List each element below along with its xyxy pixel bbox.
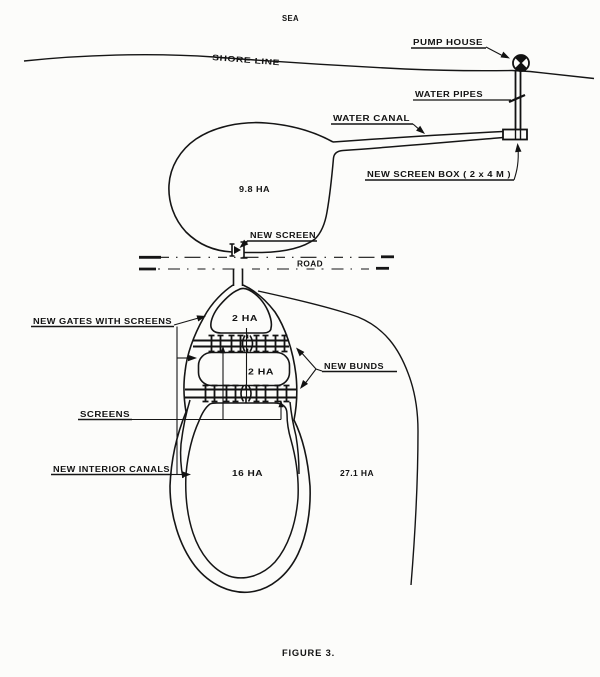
gate-row-1 bbox=[193, 333, 289, 354]
gate-row-2 bbox=[185, 383, 296, 404]
water-pipes-group bbox=[413, 70, 526, 130]
water-canal-arrowhead bbox=[416, 125, 428, 137]
shore-area bbox=[23, 53, 595, 80]
gates-with-screens-leaders bbox=[31, 316, 203, 475]
gate-symbol bbox=[252, 384, 270, 403]
screen-symbol bbox=[241, 333, 254, 354]
adjacent-area-label: 27.1 HA bbox=[340, 469, 374, 478]
new-screen-symbol-wedge bbox=[234, 246, 241, 254]
gates-with-screens-label: NEW GATES WITH SCREENS bbox=[33, 317, 172, 326]
interior-canal-inner-bank bbox=[185, 402, 299, 579]
sea-side-pond-outline bbox=[168, 121, 334, 253]
upper-pond-outline bbox=[210, 287, 273, 334]
water-canal-top-line bbox=[332, 130, 504, 143]
gate-symbol bbox=[271, 334, 289, 353]
shore-line-path bbox=[23, 53, 595, 80]
new-bunds-fork bbox=[299, 350, 323, 386]
new-screen-symbol bbox=[229, 241, 248, 259]
screens-label: SCREENS bbox=[80, 410, 130, 419]
lagoon-area-label: 16 HA bbox=[232, 469, 263, 478]
gates-branch-arrowhead bbox=[188, 354, 197, 362]
pump-house-icon-cross bbox=[514, 56, 528, 70]
shore-line-label: SHORE LINE bbox=[212, 53, 281, 67]
gate-symbol bbox=[201, 384, 219, 403]
lagoon-outer-boundary bbox=[169, 284, 311, 594]
figure-caption: FIGURE 3. bbox=[282, 648, 335, 658]
new-bunds-label: NEW BUNDS bbox=[324, 362, 384, 371]
sea-label: SEA bbox=[282, 14, 299, 23]
gate-symbol bbox=[222, 384, 240, 403]
screen-box-label: NEW SCREEN BOX ( 2 x 4 M ) bbox=[367, 170, 511, 179]
water-pipes-label: WATER PIPES bbox=[415, 90, 483, 99]
middle-pond-area-label: 2 HA bbox=[248, 368, 274, 377]
water-canal-label: WATER CANAL bbox=[333, 114, 410, 123]
road-label: ROAD bbox=[297, 260, 323, 269]
gate-symbol bbox=[252, 334, 270, 353]
interior-canals-label: NEW INTERIOR CANALS bbox=[53, 465, 170, 474]
interior-canal-outer-bank bbox=[179, 399, 191, 479]
middle-pond-outline bbox=[197, 351, 291, 387]
screen-box-arrowhead bbox=[514, 142, 522, 153]
gate-symbol bbox=[273, 384, 291, 403]
adjacent-area-boundary bbox=[257, 290, 419, 586]
pump-house-label: PUMP HOUSE bbox=[413, 38, 483, 47]
pump-house-arrowhead bbox=[500, 51, 512, 62]
new-screen-group bbox=[229, 239, 317, 259]
connecting-channel bbox=[232, 268, 244, 286]
screen-box-inner-bars bbox=[514, 130, 522, 139]
screen-box-group bbox=[365, 128, 528, 181]
gate-symbol bbox=[227, 334, 245, 353]
upper-pond-area-label: 2 HA bbox=[232, 314, 258, 323]
interior-canal-outer-bank bbox=[289, 401, 300, 475]
new-screen-label: NEW SCREEN bbox=[250, 231, 316, 240]
gate-symbol bbox=[207, 334, 225, 353]
road-group bbox=[139, 255, 394, 271]
pump-house-group bbox=[411, 46, 530, 72]
sea-side-pond-area-label: 9.8 HA bbox=[239, 185, 270, 194]
water-pipes-tick bbox=[508, 93, 526, 104]
